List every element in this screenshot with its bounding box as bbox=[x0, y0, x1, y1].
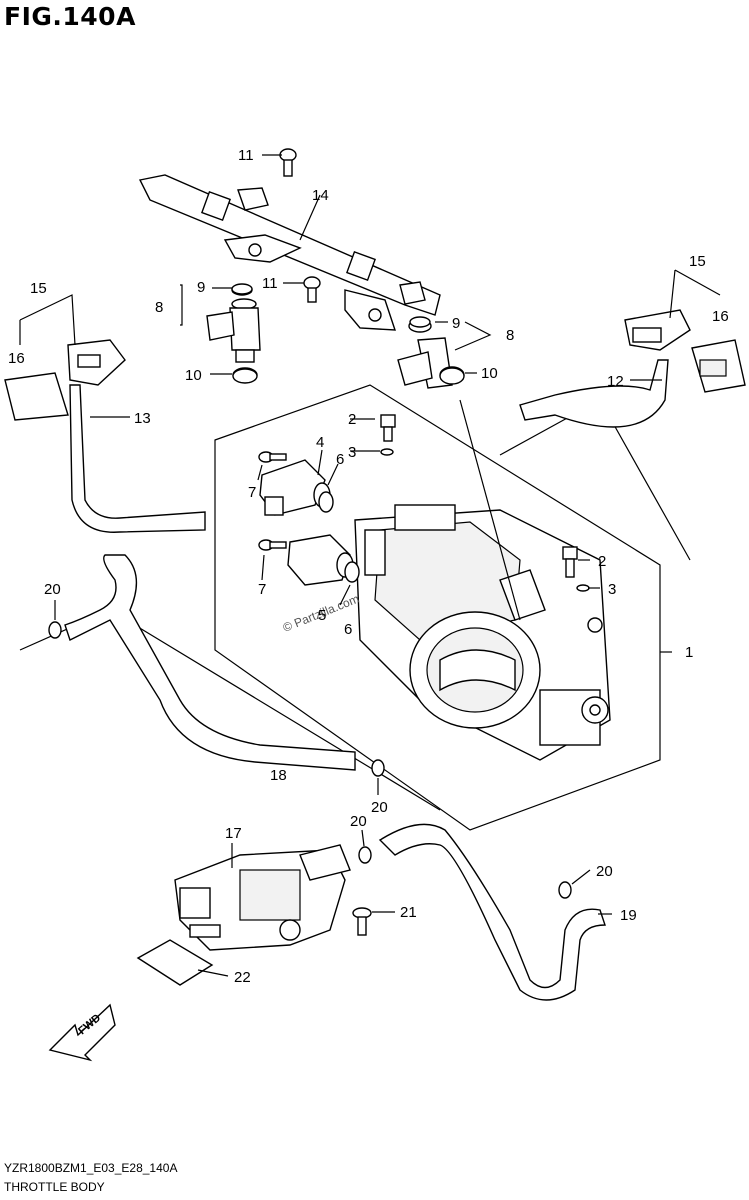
screw-7a[interactable] bbox=[258, 451, 287, 463]
clamp-20c[interactable] bbox=[358, 846, 372, 864]
callout-21: 21 bbox=[400, 904, 417, 921]
callout-9b: 9 bbox=[452, 315, 460, 332]
callout-12: 12 bbox=[607, 373, 624, 390]
forward-arrow-icon: FWD bbox=[48, 1003, 116, 1062]
leader-lines bbox=[19, 154, 721, 977]
callout-8b: 8 bbox=[506, 327, 514, 344]
callout-16a: 16 bbox=[8, 350, 25, 367]
o-ring-9a[interactable] bbox=[231, 283, 253, 295]
clamp-20a[interactable] bbox=[48, 621, 62, 639]
seal-10a[interactable] bbox=[232, 368, 258, 384]
callout-20a: 20 bbox=[44, 581, 61, 598]
screw-2a[interactable] bbox=[380, 414, 396, 442]
callout-11a: 11 bbox=[238, 147, 254, 164]
callout-20d: 20 bbox=[596, 863, 613, 880]
callout-22: 22 bbox=[234, 969, 251, 986]
callout-4: 4 bbox=[316, 434, 324, 451]
callout-20b: 20 bbox=[371, 799, 388, 816]
callout-8a: 8 bbox=[155, 299, 163, 316]
callout-2a: 2 bbox=[348, 411, 356, 428]
callout-5: 5 bbox=[318, 607, 326, 624]
sensor-left[interactable] bbox=[4, 339, 126, 421]
hose-19[interactable] bbox=[378, 823, 606, 1001]
callout-6a: 6 bbox=[336, 451, 344, 468]
injector-left[interactable] bbox=[206, 284, 261, 383]
callout-9a: 9 bbox=[197, 279, 205, 296]
o-ring-6b[interactable] bbox=[344, 561, 360, 583]
hose-18[interactable] bbox=[64, 554, 356, 771]
diagram-code: YZR1800BZM1_E03_E28_140A bbox=[4, 1161, 178, 1175]
callout-20c: 20 bbox=[350, 813, 367, 830]
label-pad[interactable] bbox=[136, 939, 214, 986]
sensor-5[interactable] bbox=[287, 534, 354, 586]
throttle-body[interactable] bbox=[354, 504, 611, 761]
callout-14: 14 bbox=[312, 187, 329, 204]
clamp-20d[interactable] bbox=[558, 881, 572, 899]
callout-15b: 15 bbox=[689, 253, 706, 270]
sensor-4[interactable] bbox=[259, 459, 331, 516]
assembly-boundary bbox=[214, 384, 661, 831]
callout-18: 18 bbox=[270, 767, 287, 784]
callout-2b: 2 bbox=[598, 553, 606, 570]
seal-10b[interactable] bbox=[439, 367, 465, 385]
fuel-rail[interactable] bbox=[138, 174, 441, 331]
callout-7a: 7 bbox=[248, 484, 256, 501]
o-ring-6a[interactable] bbox=[318, 491, 334, 513]
screw-7b[interactable] bbox=[258, 539, 287, 551]
callout-13: 13 bbox=[134, 410, 151, 427]
sensor-right[interactable] bbox=[624, 309, 746, 393]
screw-2b[interactable] bbox=[562, 546, 578, 578]
bolt-top[interactable] bbox=[279, 148, 297, 177]
callout-17: 17 bbox=[225, 825, 242, 842]
diagram-name: THROTTLE BODY bbox=[4, 1180, 105, 1194]
hose-12[interactable] bbox=[519, 359, 669, 428]
clamp-20b[interactable] bbox=[371, 759, 385, 777]
callout-6b: 6 bbox=[344, 621, 352, 638]
callout-7b: 7 bbox=[258, 581, 266, 598]
hose-13[interactable] bbox=[69, 384, 206, 533]
washer-3b[interactable] bbox=[576, 584, 590, 592]
washer-3a[interactable] bbox=[380, 448, 394, 456]
callout-3b: 3 bbox=[608, 581, 616, 598]
bolt-mid[interactable] bbox=[303, 276, 321, 303]
callout-19: 19 bbox=[620, 907, 637, 924]
callout-11b: 11 bbox=[262, 275, 278, 292]
callout-10b: 10 bbox=[481, 365, 498, 382]
callout-10a: 10 bbox=[185, 367, 202, 384]
o-ring-9b[interactable] bbox=[409, 316, 431, 328]
callout-16b: 16 bbox=[712, 308, 729, 325]
screw-21[interactable] bbox=[352, 907, 372, 936]
callout-1: 1 bbox=[685, 644, 693, 661]
callout-3a: 3 bbox=[348, 444, 356, 461]
solenoid-valve[interactable] bbox=[174, 844, 351, 951]
figure-title: FIG.140A bbox=[4, 2, 136, 31]
callout-15a: 15 bbox=[30, 280, 47, 297]
